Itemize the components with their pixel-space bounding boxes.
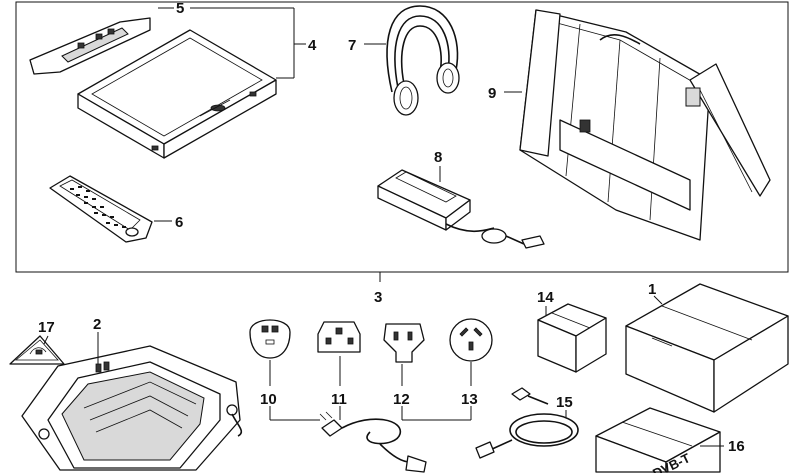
leader-lines [43, 7, 724, 447]
plug-adapter-us [383, 323, 425, 363]
small-box [537, 303, 607, 373]
callout-16: 16 [728, 438, 745, 455]
large-box [625, 283, 789, 413]
carrying-bag [519, 9, 771, 241]
docking-bar [29, 17, 151, 75]
docking-station-base [21, 345, 243, 471]
callout-15: 15 [556, 394, 573, 411]
portable-dvd-player [77, 29, 277, 159]
power-adapter [377, 169, 545, 249]
group-frame [15, 1, 789, 273]
callout-6: 6 [175, 214, 183, 231]
plug-adapter-eu [249, 319, 291, 359]
callout-7: 7 [348, 37, 356, 54]
callout-11: 11 [331, 391, 347, 408]
callout-2: 2 [93, 316, 101, 333]
wireless-headphones [386, 5, 460, 116]
power-cord [319, 411, 427, 473]
callout-8: 8 [434, 149, 442, 166]
callout-13: 13 [461, 391, 478, 408]
callout-5: 5 [176, 0, 184, 17]
plug-adapter-au [449, 318, 493, 362]
dvbt-box: DVB-T [595, 407, 721, 473]
callout-14: 14 [537, 289, 554, 306]
callout-17: 17 [38, 319, 55, 336]
remote-control [49, 175, 153, 243]
callout-4: 4 [308, 37, 317, 54]
antenna-cable [475, 387, 579, 459]
callout-9: 9 [488, 85, 496, 102]
callout-10: 10 [260, 391, 277, 408]
plug-adapter-uk [317, 321, 361, 353]
warning-label [9, 335, 65, 365]
callout-1: 1 [648, 281, 656, 298]
callout-3: 3 [374, 289, 382, 306]
callout-12: 12 [393, 391, 410, 408]
